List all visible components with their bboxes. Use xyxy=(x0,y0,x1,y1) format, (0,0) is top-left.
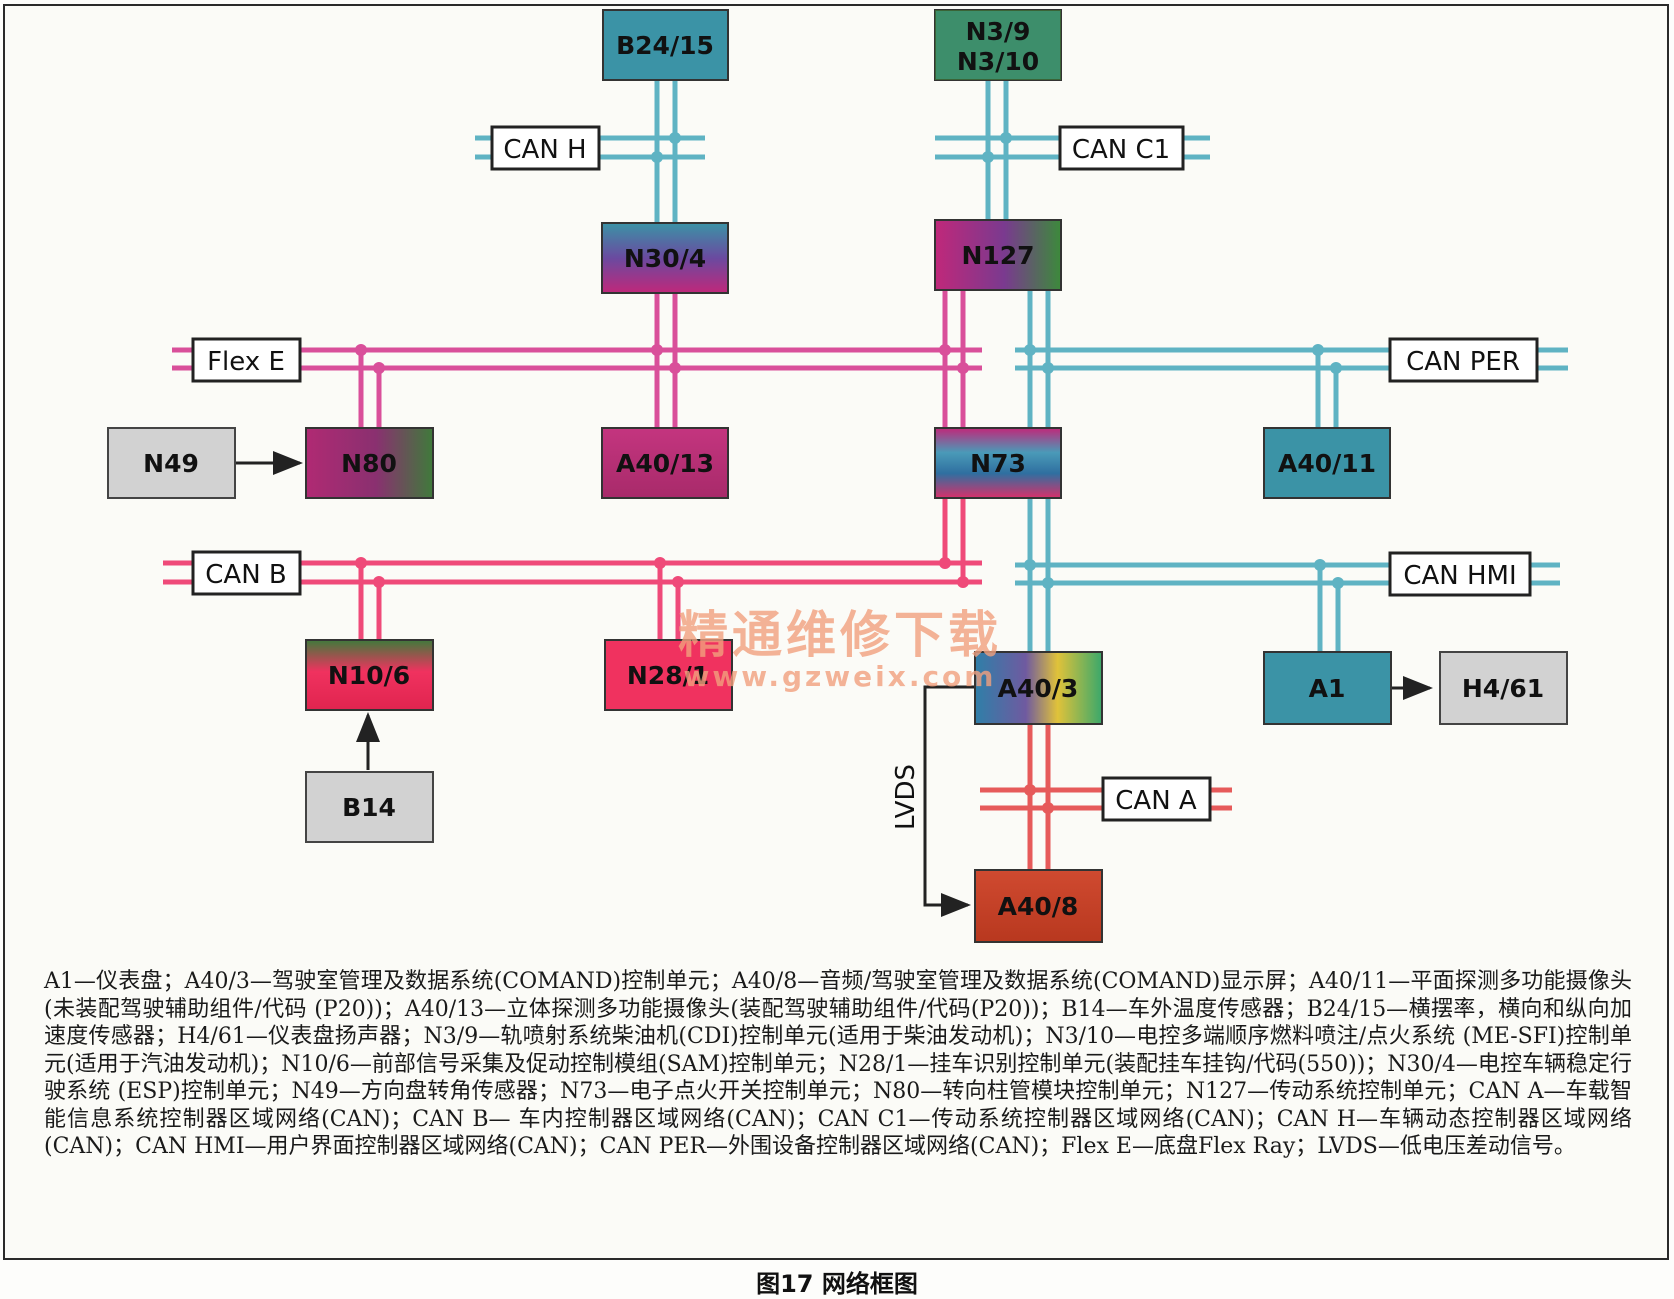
svg-text:N28/1: N28/1 xyxy=(627,661,709,690)
svg-text:B24/15: B24/15 xyxy=(616,31,714,60)
module-n127[interactable]: N127 xyxy=(934,219,1062,291)
svg-text:A40/13: A40/13 xyxy=(616,449,714,478)
bus-label-can-per: CAN PER xyxy=(1388,337,1539,383)
bus-label-can-hmi: CAN HMI xyxy=(1388,551,1532,597)
svg-text:A40/11: A40/11 xyxy=(1278,449,1376,478)
svg-text:N49: N49 xyxy=(143,449,199,478)
svg-text:CAN PER: CAN PER xyxy=(1406,347,1520,377)
module-b24-15[interactable]: B24/15 xyxy=(602,9,729,81)
bus-label-can-c1: CAN C1 xyxy=(1058,125,1185,171)
module-a40-11[interactable]: A40/11 xyxy=(1263,427,1391,499)
module-b14[interactable]: B14 xyxy=(305,771,434,843)
svg-text:精通维修下载: 精通维修下载 xyxy=(678,605,1002,664)
svg-text:CAN B: CAN B xyxy=(205,560,287,590)
bus-flex-e-lines xyxy=(172,347,982,371)
svg-text:N30/4: N30/4 xyxy=(624,244,706,273)
svg-text:www.gzweix.com: www.gzweix.com xyxy=(684,660,997,693)
svg-text:N3/9: N3/9 xyxy=(966,17,1031,46)
lvds-link: LVDS xyxy=(891,685,975,917)
module-a40-13[interactable]: A40/13 xyxy=(601,427,729,499)
figure-caption: 图17 网络框图 xyxy=(756,1270,918,1298)
module-n30-4[interactable]: N30/4 xyxy=(601,222,729,294)
drop-lines xyxy=(358,80,1341,870)
module-a40-8[interactable]: A40/8 xyxy=(974,869,1103,943)
svg-text:A1: A1 xyxy=(1309,674,1346,703)
svg-text:CAN C1: CAN C1 xyxy=(1072,135,1170,165)
svg-text:H4/61: H4/61 xyxy=(1462,674,1544,703)
network-diagram: CAN H CAN C1 Flex E CAN PER CAN B CAN HM… xyxy=(107,9,1568,943)
figure-frame xyxy=(3,4,1669,1260)
legend-text: A1—仪表盘；A40/3—驾驶室管理及数据系统(COMAND)控制单元；A40/… xyxy=(44,969,1632,1159)
module-a1[interactable]: A1 xyxy=(1263,651,1392,725)
svg-text:A40/3: A40/3 xyxy=(998,674,1079,703)
svg-text:N10/6: N10/6 xyxy=(328,661,410,690)
bus-label-can-b: CAN B xyxy=(191,550,302,596)
module-n73[interactable]: N73 xyxy=(934,427,1062,499)
svg-text:CAN H: CAN H xyxy=(503,135,586,165)
module-n10-6[interactable]: N10/6 xyxy=(305,639,434,711)
svg-text:N73: N73 xyxy=(970,449,1026,478)
lvds-label: LVDS xyxy=(891,764,921,830)
svg-text:N80: N80 xyxy=(341,449,397,478)
junction-dots xyxy=(355,132,1344,814)
module-n28-1[interactable]: N28/1 xyxy=(604,639,733,711)
svg-text:Flex E: Flex E xyxy=(207,347,285,377)
module-n49[interactable]: N49 xyxy=(107,427,236,499)
bus-label-can-h: CAN H xyxy=(490,125,601,171)
svg-text:A40/8: A40/8 xyxy=(998,892,1079,921)
svg-text:CAN HMI: CAN HMI xyxy=(1403,561,1516,591)
module-n80[interactable]: N80 xyxy=(305,427,434,499)
svg-text:N3/10: N3/10 xyxy=(957,47,1039,76)
svg-text:B14: B14 xyxy=(342,793,396,822)
bus-label-flex-e: Flex E xyxy=(191,337,302,383)
watermark: 精通维修下载 www.gzweix.com xyxy=(678,605,1002,693)
svg-text:CAN A: CAN A xyxy=(1115,786,1197,816)
module-a40-3[interactable]: A40/3 xyxy=(974,651,1103,725)
module-n3-9-n3-10[interactable]: N3/9 N3/10 xyxy=(934,9,1062,81)
bus-label-can-a: CAN A xyxy=(1101,776,1212,822)
module-h4-61[interactable]: H4/61 xyxy=(1439,651,1568,725)
svg-text:N127: N127 xyxy=(961,241,1034,270)
